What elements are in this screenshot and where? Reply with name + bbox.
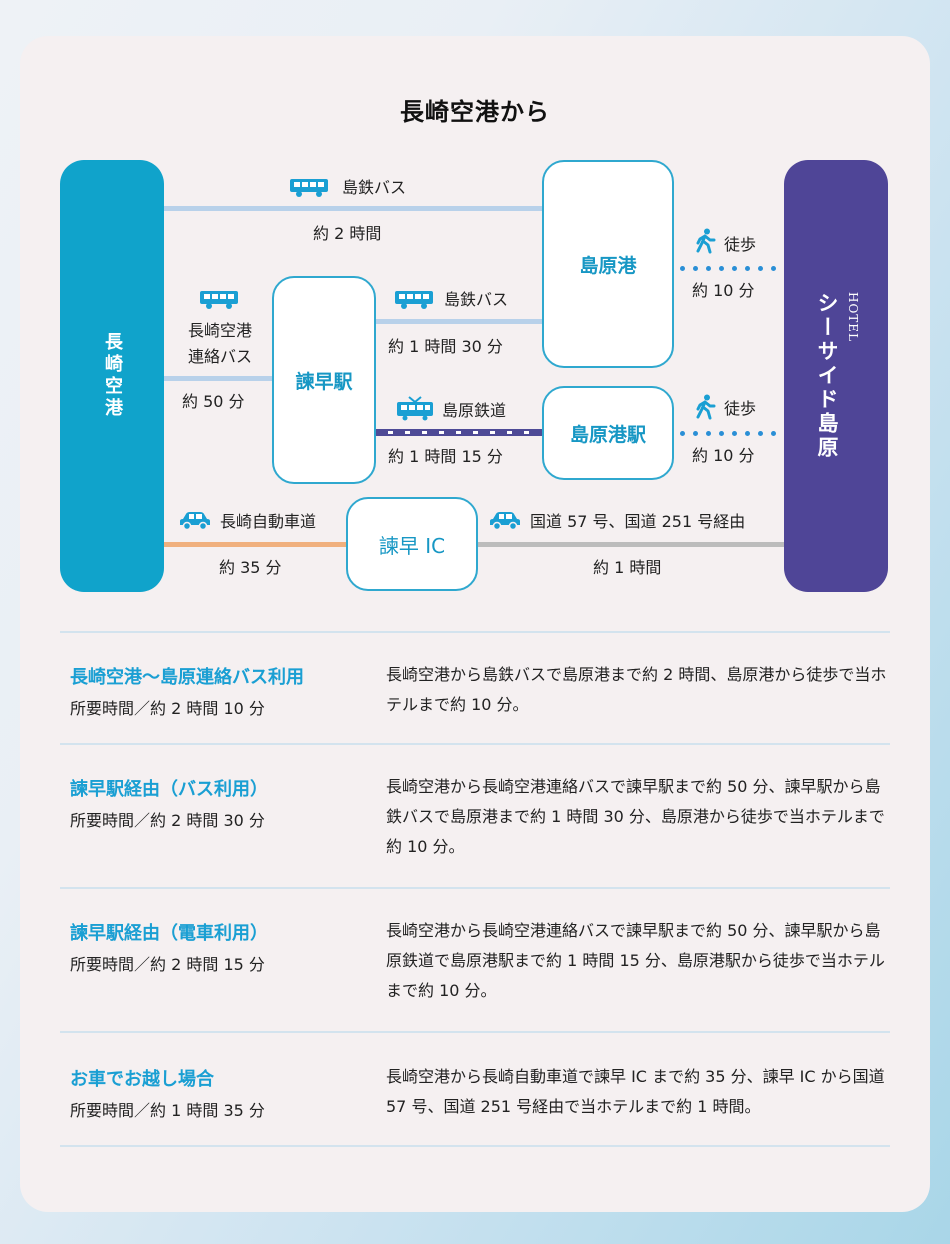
divider	[60, 743, 890, 745]
port-hotel-time-label: 約 10 分	[692, 281, 755, 300]
shimabara-port-node: 島原港	[542, 160, 674, 368]
car-icon	[490, 512, 520, 531]
line-isahaya-port	[376, 319, 542, 324]
shimabara-port-station-node: 島原港駅	[542, 386, 674, 480]
divider	[60, 1031, 890, 1033]
hotel-small-label: HOTEL	[846, 292, 860, 343]
access-card	[20, 36, 930, 1212]
airport-ic-mode-label: 長崎自動車道	[220, 512, 317, 531]
route-4-time: 所要時間／約 1 時間 35 分	[70, 1101, 265, 1120]
divider	[60, 631, 890, 633]
line-airport-port	[164, 206, 542, 211]
route-2-title: 諫早駅経由（バス利用）	[70, 779, 268, 800]
isahaya-port-mode-label: 島鉄バス	[444, 290, 509, 309]
bus-icon	[290, 179, 328, 197]
airport-label: 長崎空港	[102, 332, 123, 420]
airport-port-mode-label: 島鉄バス	[342, 178, 407, 197]
port-hotel-mode-label: 徒歩	[724, 235, 757, 254]
page-title: 長崎空港から	[400, 98, 550, 126]
isahaya-portstation-mode-label: 島原鉄道	[442, 401, 507, 420]
route-3-time: 所要時間／約 2 時間 15 分	[70, 955, 265, 974]
route-1-time: 所要時間／約 2 時間 10 分	[70, 699, 265, 718]
airport-isahaya-mode-label: 長崎空港 連絡バス	[187, 321, 252, 366]
route-3-desc: 長崎空港から長崎空港連絡バスで諫早駅まで約 50 分、諫早駅から島原鉄道で島原港…	[386, 921, 885, 1000]
line-airport-isahaya	[164, 376, 272, 381]
car-icon	[180, 512, 210, 531]
route-2-desc: 長崎空港から長崎空港連絡バスで諫早駅まで約 50 分、諫早駅から島鉄バスで島原港…	[386, 777, 885, 856]
route-1-desc: 長崎空港から島鉄バスで島原港まで約 2 時間、島原港から徒歩で当ホテルまで約 1…	[386, 665, 887, 714]
airport-ic-time-label: 約 35 分	[219, 558, 282, 577]
divider	[60, 887, 890, 889]
walking-person-icon	[696, 394, 716, 420]
line-airport-ic	[164, 542, 346, 547]
portstation-hotel-time-label: 約 10 分	[692, 446, 755, 465]
ic-hotel-mode-label: 国道 57 号、国道 251 号経由	[530, 512, 746, 531]
bus-icon	[200, 291, 238, 309]
line-isahaya-portstation-rail	[376, 429, 542, 436]
route-4-title: お車でお越し場合	[70, 1069, 214, 1090]
portstation-hotel-mode-label: 徒歩	[724, 399, 757, 418]
airport-port-time-label: 約 2 時間	[313, 224, 382, 243]
walking-person-icon	[696, 228, 716, 254]
isahaya-ic-node: 諫早 IC	[346, 497, 478, 591]
bus-icon	[395, 291, 433, 309]
airport-node: 長崎空港	[60, 160, 164, 592]
route-1-title: 長崎空港〜島原連絡バス利用	[70, 667, 304, 688]
divider	[60, 1145, 890, 1147]
isahaya-port-time-label: 約 1 時間 30 分	[388, 337, 503, 356]
route-4-desc: 長崎空港から長崎自動車道で諫早 IC まで約 35 分、諫早 IC から国道 5…	[386, 1067, 885, 1116]
airport-isahaya-time-label: 約 50 分	[182, 392, 245, 411]
isahaya-portstation-time-label: 約 1 時間 15 分	[388, 447, 503, 466]
ic-hotel-time-label: 約 1 時間	[593, 558, 662, 577]
line-ic-hotel	[478, 542, 784, 547]
train-icon	[397, 396, 433, 421]
hotel-name-label: シーサイド島原	[815, 292, 840, 460]
isahaya-station-node: 諫早駅	[272, 276, 376, 484]
route-2-time: 所要時間／約 2 時間 30 分	[70, 811, 265, 830]
route-3-title: 諫早駅経由（電車利用）	[70, 923, 268, 944]
hotel-node: HOTEL シーサイド島原	[784, 160, 888, 592]
